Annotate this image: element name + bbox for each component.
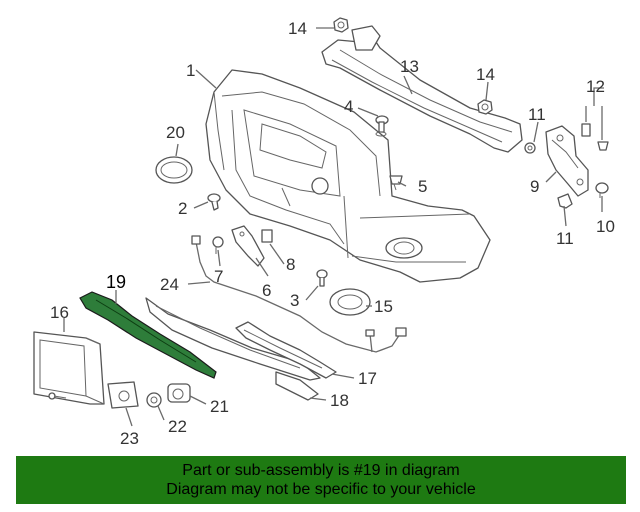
callout-3: 3 [290,291,299,310]
part-22-grommet[interactable] [146,392,162,408]
callout-14-right: 14 [476,65,495,84]
part-info-banner: Part or sub-assembly is #19 in diagram D… [16,456,626,504]
part-21-parking-sensor[interactable] [167,383,191,403]
callout-19: 19 [106,272,126,292]
callout-20: 20 [166,123,185,142]
callout-14-left: 14 [288,19,307,38]
part-20-emblem[interactable] [155,156,193,184]
banner-line-part: Part or sub-assembly is #19 in diagram [182,462,460,479]
parts-diagram: 1 2 3 4 5 6 7 8 9 10 11 11 12 13 14 14 1… [33,17,615,448]
part-10-screw[interactable] [595,182,609,198]
part-17-trim[interactable] [235,321,337,379]
part-11-nut-lower[interactable] [557,193,573,209]
part-12-clips[interactable] [581,123,609,151]
part-14-nut-right[interactable] [477,99,493,115]
callout-17: 17 [358,369,377,388]
callout-8: 8 [286,255,295,274]
callout-11-lower: 11 [556,229,574,248]
part-lower-grille-strip[interactable] [145,297,321,381]
part-11-nut-upper[interactable] [524,142,536,154]
part-14-nut-top[interactable] [333,17,349,33]
part-7-clip[interactable] [212,236,224,254]
part-19-lower-valance-highlighted[interactable] [79,291,217,379]
callout-2: 2 [178,199,187,218]
callout-1: 1 [186,61,195,80]
part-18-skid-plate[interactable] [275,371,319,401]
callout-11-upper: 11 [528,105,546,124]
callout-labels: 1 2 3 4 5 6 7 8 9 10 11 11 12 13 14 14 1… [50,19,615,448]
callout-5: 5 [418,177,427,196]
callout-4: 4 [344,97,353,116]
part-13-bumper-reinforcement[interactable] [321,25,523,153]
part-16-screw[interactable] [48,392,67,400]
callout-22: 22 [168,417,187,436]
callout-7: 7 [214,267,223,286]
callout-16: 16 [50,303,69,322]
callout-13: 13 [400,57,419,76]
callout-15: 15 [374,297,393,316]
part-23-sensor-bracket[interactable] [107,381,139,409]
part-1-bumper-cover[interactable] [205,69,491,283]
callout-24: 24 [160,275,179,294]
part-16-license-bracket[interactable] [33,331,105,405]
leader-lines [63,27,604,427]
part-4-pin[interactable] [375,115,389,137]
part-2-screw[interactable] [207,193,221,211]
callout-21: 21 [210,397,229,416]
part-8-clip[interactable] [261,229,273,243]
part-15-fog-lamp-bezel[interactable] [329,288,371,316]
banner-line-disclaimer: Diagram may not be specific to your vehi… [166,481,476,498]
part-6-bracket[interactable] [231,225,265,267]
part-9-bracket[interactable] [545,125,589,197]
callout-9: 9 [530,177,539,196]
callout-10: 10 [596,217,615,236]
part-24-wire-harness[interactable] [191,235,407,353]
callout-12: 12 [586,77,605,96]
callout-23: 23 [120,429,139,448]
callout-18: 18 [330,391,349,410]
callout-6: 6 [262,281,271,300]
part-3-screw[interactable] [316,269,328,287]
